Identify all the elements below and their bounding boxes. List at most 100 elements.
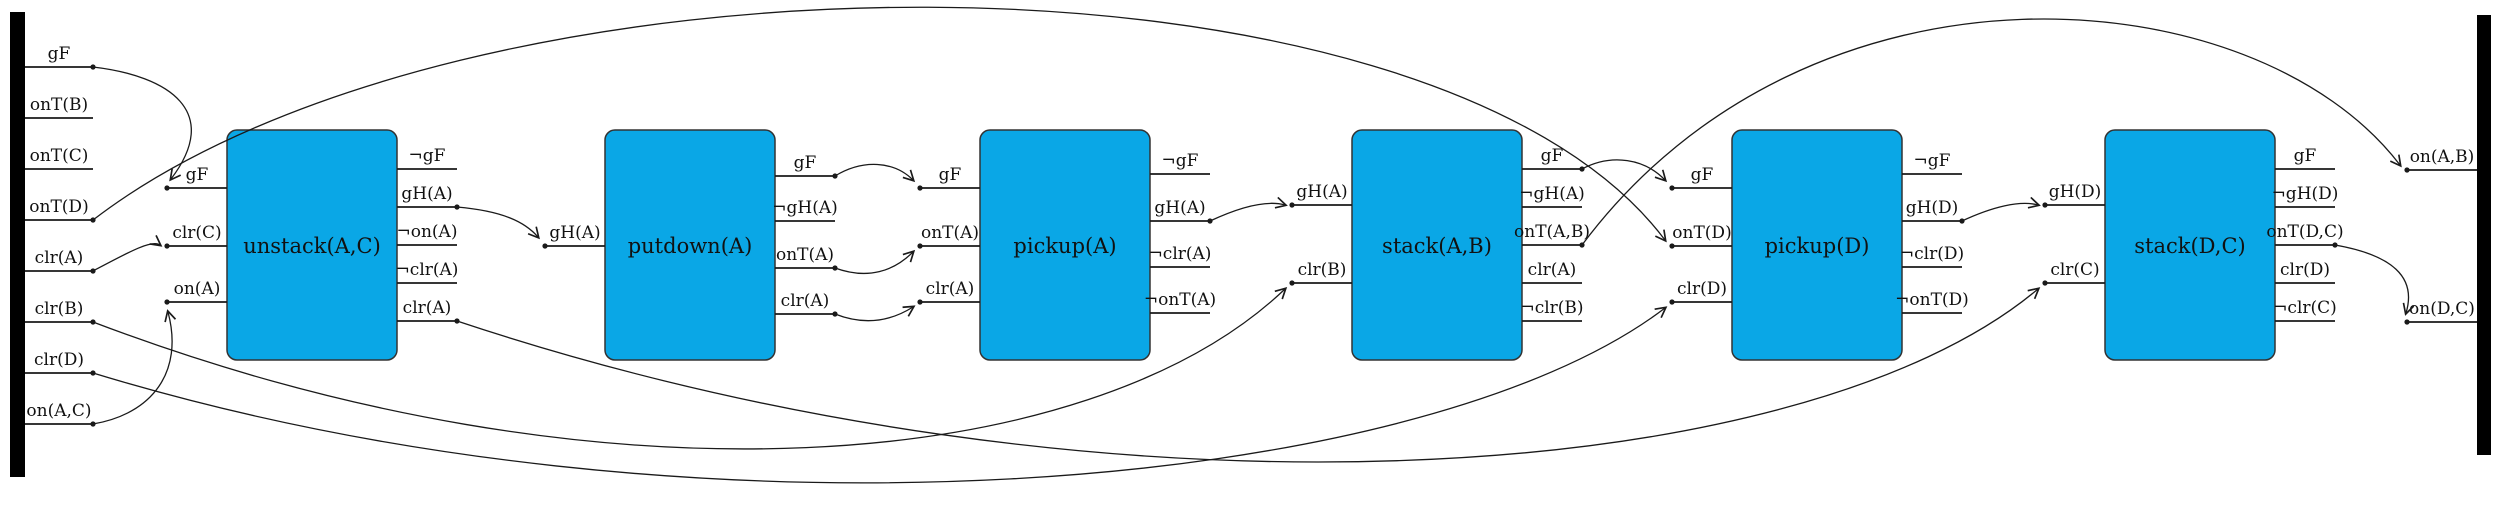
connection-dot bbox=[832, 173, 838, 179]
input-port-label: gF bbox=[939, 165, 962, 185]
output-port-label: clr(A) bbox=[781, 291, 830, 311]
causal-link bbox=[1581, 159, 1668, 183]
input-port-label: clr(C) bbox=[172, 223, 221, 243]
connection-dot bbox=[90, 217, 96, 223]
output-port-label: ¬gH(D) bbox=[2272, 184, 2339, 204]
output-port-label: ¬gF bbox=[1162, 151, 1199, 171]
connection-dot bbox=[542, 243, 548, 249]
goal-fact-label: on(A,B) bbox=[2410, 147, 2475, 167]
action-label-pickupD: pickup(D) bbox=[1765, 234, 1870, 258]
output-port-label: clr(A) bbox=[403, 298, 452, 318]
output-port-label: ¬gF bbox=[409, 146, 446, 166]
output-port-label: gF bbox=[2294, 146, 2317, 166]
input-port-label: clr(D) bbox=[1677, 279, 1727, 299]
causal-link bbox=[834, 249, 916, 275]
output-port-label: onT(A) bbox=[776, 245, 834, 265]
action-label-unstack: unstack(A,C) bbox=[243, 234, 381, 258]
input-port-label: gH(A) bbox=[1296, 182, 1347, 202]
connection-dot bbox=[90, 268, 96, 274]
causal-link bbox=[92, 235, 163, 272]
connection-dot bbox=[90, 64, 96, 70]
input-port-label: on(A) bbox=[174, 279, 221, 299]
connection-dot bbox=[2404, 319, 2410, 325]
input-port-label: onT(D) bbox=[1672, 223, 1731, 243]
connection-dot bbox=[90, 370, 96, 376]
output-port-label: ¬clr(A) bbox=[1149, 244, 1212, 264]
input-port-label: gH(D) bbox=[2049, 182, 2102, 202]
input-port-label: clr(C) bbox=[2050, 260, 2099, 280]
causal-link bbox=[92, 306, 1668, 484]
causal-link bbox=[92, 6, 1667, 243]
goal-state-bar bbox=[2477, 15, 2491, 455]
connection-dot bbox=[90, 421, 96, 427]
connection-dot bbox=[2404, 167, 2410, 173]
connection-dot bbox=[164, 243, 170, 249]
input-port-label: gH(A) bbox=[549, 223, 600, 243]
action-box-pickupD bbox=[1731, 129, 1903, 361]
output-port-label: clr(D) bbox=[2280, 260, 2330, 280]
output-port-label: ¬on(A) bbox=[397, 222, 458, 242]
output-port-label: gH(A) bbox=[1154, 198, 1205, 218]
output-port-label: onT(A,B) bbox=[1514, 222, 1590, 242]
output-port-label: ¬clr(D) bbox=[1900, 244, 1964, 264]
connection-dot bbox=[1669, 299, 1675, 305]
connection-dot bbox=[917, 299, 923, 305]
initial-fact-label: onT(B) bbox=[30, 95, 88, 115]
output-port-label: gH(D) bbox=[1906, 198, 1959, 218]
connection-dot bbox=[2332, 242, 2338, 248]
causal-link bbox=[834, 305, 916, 322]
initial-fact-label: gF bbox=[48, 44, 71, 64]
action-label-putdown: putdown(A) bbox=[628, 234, 753, 258]
connection-dot bbox=[1289, 280, 1295, 286]
initial-fact-label: on(A,C) bbox=[26, 401, 91, 421]
connection-dot bbox=[1669, 243, 1675, 249]
connection-dot bbox=[1207, 218, 1213, 224]
initial-fact-label: clr(B) bbox=[35, 299, 84, 319]
causal-link bbox=[92, 286, 1288, 450]
causal-link bbox=[2334, 244, 2415, 316]
connection-dot bbox=[454, 318, 460, 324]
output-port-label: ¬gH(A) bbox=[772, 198, 838, 218]
initial-fact-label: onT(C) bbox=[30, 146, 89, 166]
output-port-label: clr(A) bbox=[1528, 260, 1577, 280]
causal-link bbox=[92, 66, 192, 182]
input-port-label: onT(A) bbox=[921, 223, 979, 243]
causal-link bbox=[456, 206, 540, 240]
connection-dot bbox=[1669, 185, 1675, 191]
output-port-label: ¬gF bbox=[1914, 151, 1951, 171]
causal-link bbox=[1209, 196, 1288, 222]
output-port-label: gF bbox=[1541, 146, 1564, 166]
action-label-pickupA: pickup(A) bbox=[1013, 234, 1116, 258]
causal-link bbox=[834, 163, 916, 183]
causal-link bbox=[1581, 18, 2402, 246]
action-box-pickupA bbox=[979, 129, 1151, 361]
connection-dot bbox=[454, 204, 460, 210]
causal-link bbox=[1961, 196, 2041, 222]
connection-dot bbox=[2042, 280, 2048, 286]
output-port-label: ¬onT(D) bbox=[1895, 290, 1969, 310]
causal-link bbox=[456, 287, 2041, 463]
input-port-label: gF bbox=[1691, 165, 1714, 185]
output-port-label: ¬clr(C) bbox=[2273, 298, 2337, 318]
connection-dot bbox=[90, 319, 96, 325]
connection-dot bbox=[1579, 166, 1585, 172]
input-port-label: gF bbox=[186, 165, 209, 185]
connection-dot bbox=[1579, 242, 1585, 248]
connection-dot bbox=[164, 299, 170, 305]
causal-link bbox=[92, 309, 177, 425]
action-label-stackAB: stack(A,B) bbox=[1382, 234, 1492, 258]
output-port-label: onT(D,C) bbox=[2266, 222, 2343, 242]
connection-dot bbox=[917, 185, 923, 191]
connection-dot bbox=[1289, 202, 1295, 208]
output-port-label: ¬clr(A) bbox=[396, 260, 459, 280]
connection-dot bbox=[917, 243, 923, 249]
output-port-label: ¬clr(B) bbox=[1520, 298, 1583, 318]
connection-dot bbox=[164, 185, 170, 191]
output-port-label: gF bbox=[794, 153, 817, 173]
input-port-label: clr(A) bbox=[926, 279, 975, 299]
output-port-label: gH(A) bbox=[401, 184, 452, 204]
connection-dot bbox=[1959, 218, 1965, 224]
